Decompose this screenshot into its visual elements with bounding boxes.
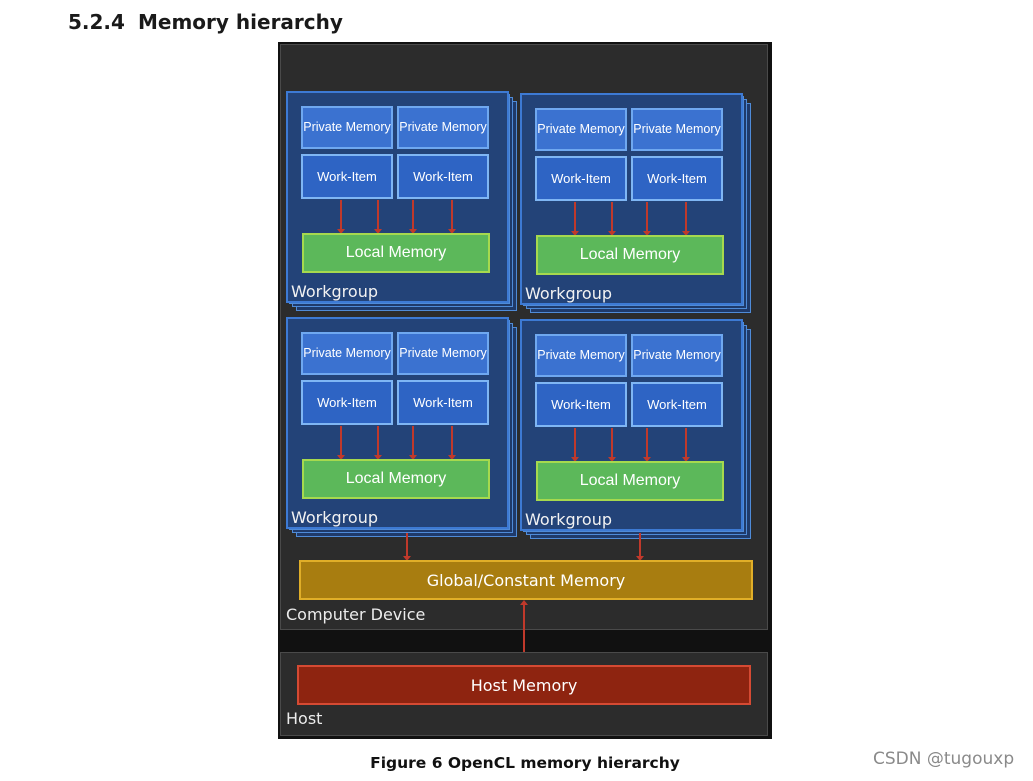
section-heading: 5.2.4 Memory hierarchy — [68, 10, 343, 34]
arrow-work-item-to-local — [374, 200, 382, 234]
arrow-work-item-to-local — [409, 200, 417, 234]
arrow-work-item-to-local — [337, 426, 345, 460]
arrow-work-item-to-local — [682, 202, 690, 236]
private-memory-box: Private Memory — [631, 108, 723, 151]
local-memory-box: Local Memory — [302, 233, 490, 273]
arrow-workgroups-to-global-left — [403, 533, 411, 561]
compute-device-label: Computer Device — [286, 605, 426, 624]
workgroup-label: Workgroup — [525, 284, 612, 303]
arrow-work-item-to-local — [337, 200, 345, 234]
private-memory-box: Private Memory — [535, 108, 627, 151]
private-memory-box: Private Memory — [301, 332, 393, 375]
arrow-work-item-to-local — [682, 428, 690, 462]
local-memory-box: Local Memory — [302, 459, 490, 499]
work-item-box: Work-Item — [397, 380, 489, 425]
workgroup-label: Workgroup — [291, 508, 378, 527]
global-constant-memory-box: Global/Constant Memory — [299, 560, 753, 600]
host-label: Host — [286, 709, 323, 728]
private-memory-box: Private Memory — [397, 332, 489, 375]
work-item-box: Work-Item — [397, 154, 489, 199]
section-number: 5.2.4 — [68, 10, 125, 34]
private-memory-box: Private Memory — [631, 334, 723, 377]
host-panel: Host Memory Host — [280, 652, 768, 736]
private-memory-box: Private Memory — [301, 106, 393, 149]
work-item-box: Work-Item — [535, 156, 627, 201]
arrow-work-item-to-local — [608, 202, 616, 236]
arrow-workgroups-to-global-right — [636, 533, 644, 561]
arrow-work-item-to-local — [608, 428, 616, 462]
arrow-work-item-to-local — [643, 428, 651, 462]
arrow-work-item-to-local — [448, 200, 456, 234]
local-memory-box: Local Memory — [536, 235, 724, 275]
local-memory-box: Local Memory — [536, 461, 724, 501]
figure-caption: Figure 6 OpenCL memory hierarchy — [370, 754, 680, 772]
arrow-work-item-to-local — [448, 426, 456, 460]
work-item-box: Work-Item — [631, 156, 723, 201]
work-item-box: Work-Item — [631, 382, 723, 427]
work-item-box: Work-Item — [301, 380, 393, 425]
arrow-work-item-to-local — [571, 202, 579, 236]
work-item-box: Work-Item — [301, 154, 393, 199]
host-memory-box: Host Memory — [297, 665, 751, 705]
section-title: Memory hierarchy — [138, 10, 343, 34]
arrow-work-item-to-local — [643, 202, 651, 236]
watermark: CSDN @tugouxp — [873, 749, 1015, 769]
workgroup-label: Workgroup — [291, 282, 378, 301]
workgroup-label: Workgroup — [525, 510, 612, 529]
arrow-work-item-to-local — [409, 426, 417, 460]
arrow-work-item-to-local — [571, 428, 579, 462]
arrow-work-item-to-local — [374, 426, 382, 460]
private-memory-box: Private Memory — [535, 334, 627, 377]
work-item-box: Work-Item — [535, 382, 627, 427]
private-memory-box: Private Memory — [397, 106, 489, 149]
